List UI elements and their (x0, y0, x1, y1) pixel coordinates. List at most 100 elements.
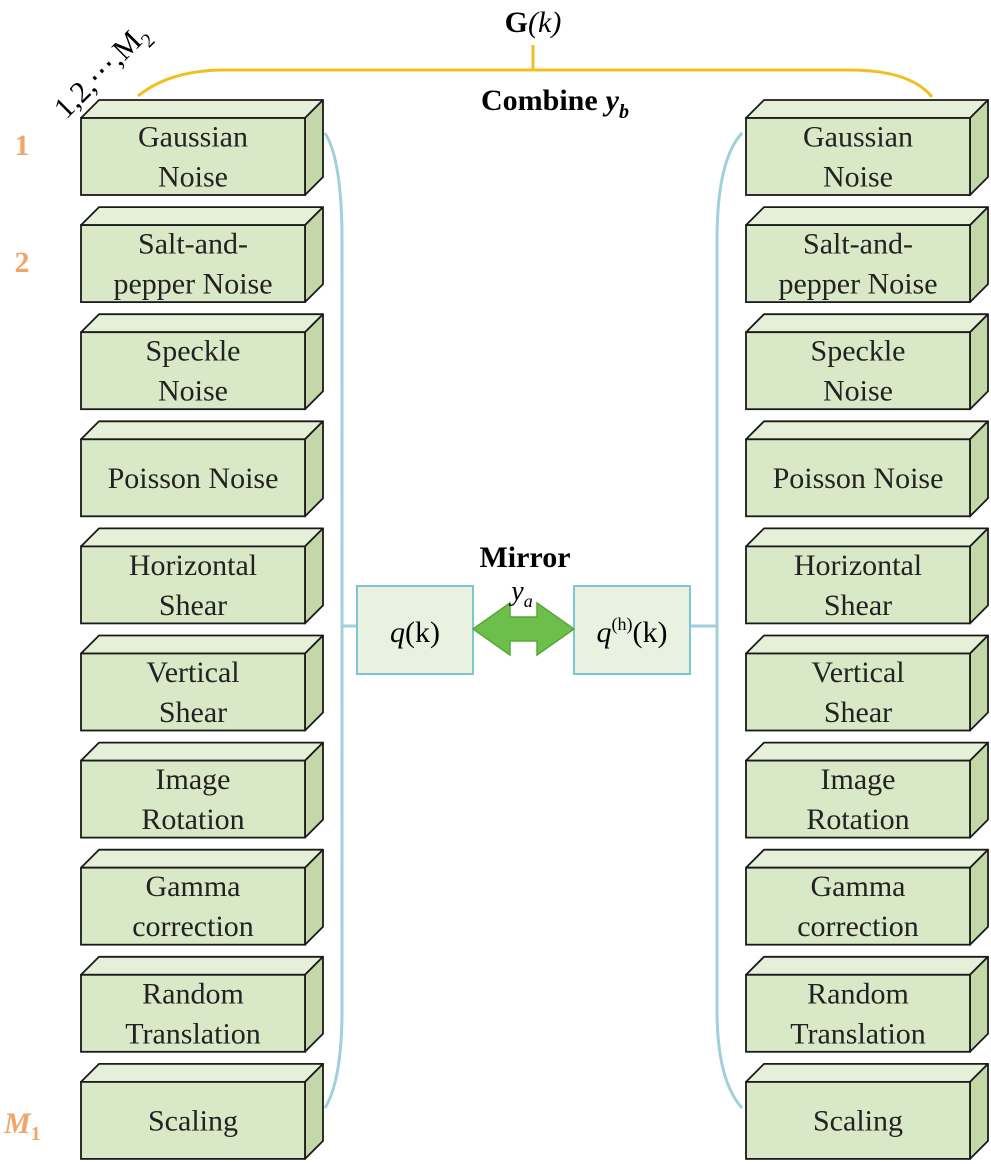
block-front-face (80, 224, 306, 304)
left-block-gamma-correction: Gamma correction (80, 848, 324, 946)
block-side-face (304, 206, 324, 304)
left-block-salt-and-pepper-noise: Salt-and-pepper Noise (80, 206, 324, 304)
block-side-face (304, 955, 324, 1053)
block-front-face (80, 1081, 306, 1160)
block-top-face (80, 1063, 324, 1083)
block-label-line: Noise (158, 161, 228, 194)
block-top-face (745, 420, 989, 441)
block-top-face (745, 206, 989, 227)
block-label-line: Shear (159, 696, 227, 729)
block-side-face (304, 420, 324, 518)
block-label-line: Shear (824, 589, 892, 622)
block-front-face (80, 117, 306, 196)
block-side-face (969, 848, 989, 946)
block-front-face (745, 652, 971, 732)
block-front-face (745, 545, 971, 625)
block-label-line: Translation (790, 1017, 926, 1050)
q-right-label: q(h)(k) (597, 614, 668, 649)
left-block-poisson-noise: Poisson Noise (80, 420, 324, 518)
block-top-face (745, 527, 989, 548)
block-side-face (304, 527, 324, 625)
block-label-line: Speckle (811, 335, 906, 368)
block-label-line: Shear (159, 589, 227, 622)
block-top-face (745, 313, 989, 334)
block-label-line: Vertical (811, 656, 904, 689)
block-label-line: Noise (823, 161, 893, 194)
block-top-face (80, 634, 324, 655)
block-top-face (745, 634, 989, 655)
block-label-line: Random (807, 977, 909, 1010)
block-side-face (969, 634, 989, 732)
block-front-face (745, 117, 971, 196)
block-side-face (304, 99, 324, 196)
block-label-line: Vertical (146, 656, 239, 689)
block-label-line: Noise (158, 375, 228, 408)
block-front-face (745, 438, 971, 518)
block-front-face (80, 973, 306, 1053)
block-label-line: Gamma (146, 870, 241, 903)
mirror-double-arrow (471, 601, 576, 657)
block-label-line: Rotation (806, 803, 909, 836)
index-first: 1 (15, 129, 30, 162)
block-front-face (745, 331, 971, 411)
block-top-face (745, 741, 989, 762)
left-blue-bracket (323, 132, 344, 1109)
block-side-face (969, 955, 989, 1053)
combine-bracket (137, 68, 934, 98)
right-block-salt-and-pepper-noise: Salt-and-pepper Noise (745, 206, 989, 304)
block-front-face (80, 759, 306, 839)
right-blue-bracket (715, 131, 744, 1109)
block-side-face (304, 848, 324, 946)
block-side-face (969, 313, 989, 411)
block-top-face (745, 99, 989, 119)
block-label-line: correction (132, 910, 254, 943)
left-block-scaling: Scaling (80, 1063, 324, 1160)
block-top-face (745, 1063, 989, 1083)
block-label-line: Random (142, 977, 244, 1010)
right-block-poisson-noise: Poisson Noise (745, 420, 989, 518)
block-side-face (304, 313, 324, 411)
block-front-face (745, 1081, 971, 1160)
block-label-line: Scaling (148, 1104, 238, 1137)
block-side-face (304, 741, 324, 839)
block-label-line: Speckle (146, 335, 241, 368)
block-top-face (80, 420, 324, 441)
block-label-line: Scaling (813, 1104, 903, 1137)
block-label-line: Image (156, 763, 231, 796)
block-front-face (80, 652, 306, 732)
block-front-face (745, 224, 971, 304)
block-label-line: Noise (823, 375, 893, 408)
q-left-label: q(k) (390, 616, 440, 649)
block-front-face (80, 331, 306, 411)
block-top-face (80, 527, 324, 548)
block-top-face (80, 848, 324, 869)
block-front-face (745, 759, 971, 839)
block-side-face (969, 741, 989, 839)
block-front-face (80, 438, 306, 518)
block-side-face (969, 527, 989, 625)
block-label-line: Poisson Noise (108, 462, 279, 495)
block-top-face (80, 99, 324, 119)
block-front-face (745, 973, 971, 1053)
block-front-face (80, 545, 306, 625)
block-label-line: Salt-and- (803, 228, 913, 261)
block-front-face (745, 866, 971, 946)
block-label-line: Translation (125, 1017, 261, 1050)
block-top-face (745, 955, 989, 976)
block-label-line: Horizontal (129, 549, 257, 582)
block-side-face (304, 1063, 324, 1160)
block-label-line: Gaussian (138, 121, 248, 154)
